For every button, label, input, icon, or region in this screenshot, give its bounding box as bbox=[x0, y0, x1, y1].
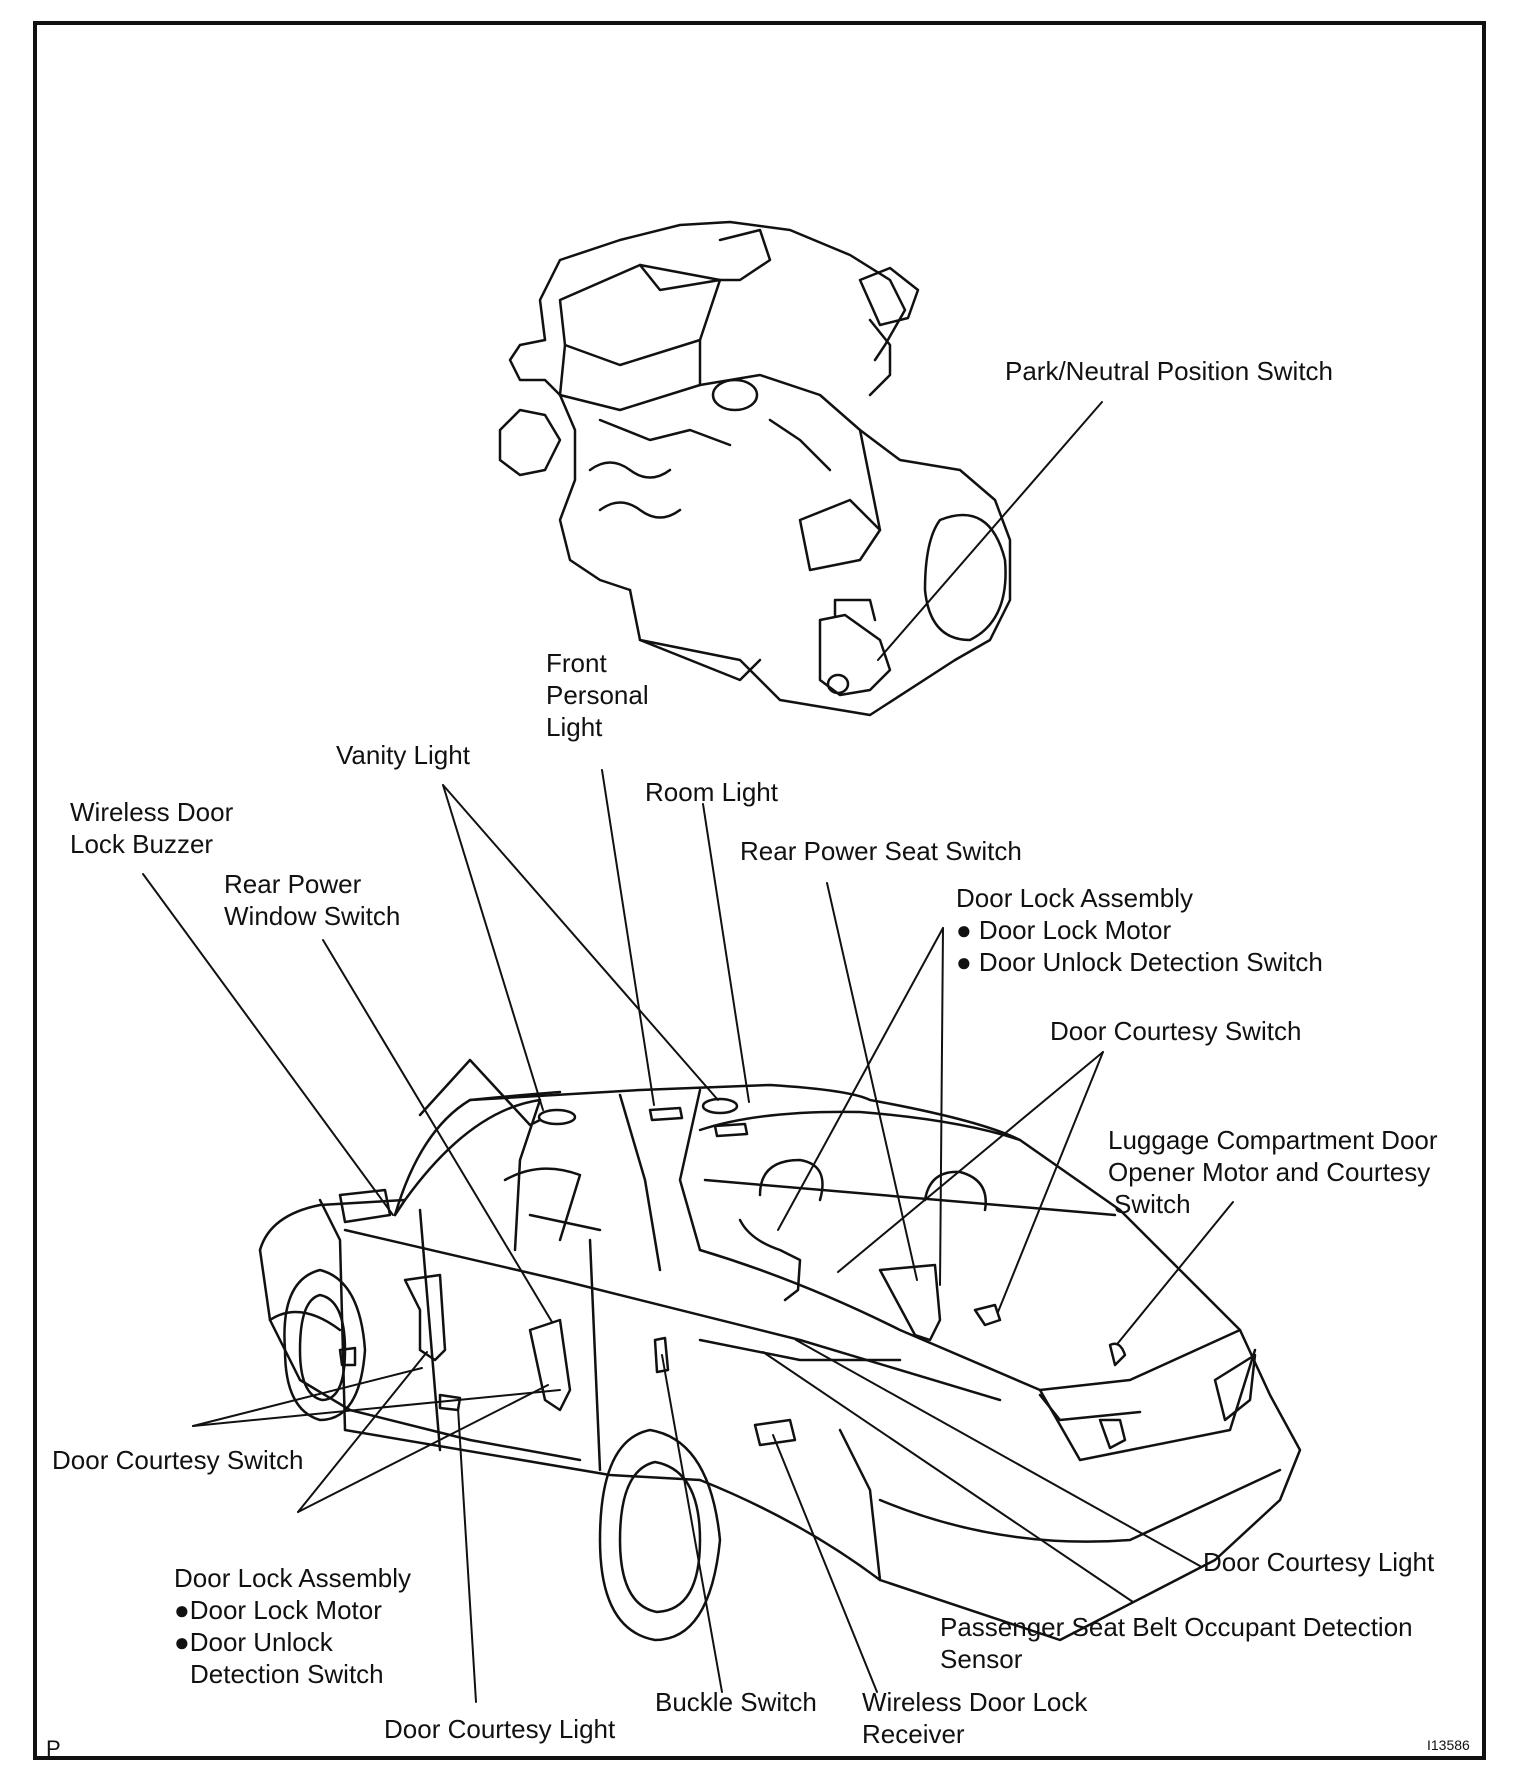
label-wireless-door-lock-buzzer-line2: Lock Buzzer bbox=[70, 829, 214, 859]
label-park-neutral-position-switch: Park/Neutral Position Switch bbox=[1005, 356, 1334, 386]
label-luggage-compartment-line1: Luggage Compartment Door bbox=[1108, 1125, 1438, 1155]
label-rear-power-seat-switch: Rear Power Seat Switch bbox=[740, 836, 1022, 866]
label-luggage-compartment-line3: Switch bbox=[1114, 1189, 1191, 1219]
engine-transmission-drawing bbox=[498, 220, 1012, 717]
label-door-courtesy-switch-rear: Door Courtesy Switch bbox=[1050, 1016, 1302, 1046]
label-front-door-lock-assembly-line4: Detection Switch bbox=[190, 1659, 384, 1689]
label-front-personal-light-line1: Front bbox=[546, 648, 607, 678]
label-front-door-lock-assembly-line1: Door Lock Assembly bbox=[174, 1563, 411, 1593]
label-luggage-compartment-line2: Opener Motor and Courtesy bbox=[1108, 1157, 1431, 1187]
label-wireless-door-lock-receiver-line1: Wireless Door Lock bbox=[862, 1687, 1088, 1717]
label-vanity-light: Vanity Light bbox=[336, 740, 470, 770]
label-rear-door-lock-assembly-line2: ● Door Lock Motor bbox=[956, 915, 1172, 945]
label-passenger-seat-belt-sensor-line1: Passenger Seat Belt Occupant Detection bbox=[940, 1612, 1413, 1642]
leader-lines bbox=[142, 401, 1234, 1703]
label-rear-power-window-switch-line1: Rear Power bbox=[224, 869, 362, 899]
label-front-personal-light-line2: Personal bbox=[546, 680, 649, 710]
label-front-door-lock-assembly-line2: ●Door Lock Motor bbox=[174, 1595, 382, 1625]
label-rear-door-lock-assembly-line3: ● Door Unlock Detection Switch bbox=[956, 947, 1323, 977]
label-rear-power-window-switch-line2: Window Switch bbox=[224, 901, 401, 931]
label-passenger-seat-belt-sensor-line2: Sensor bbox=[940, 1644, 1023, 1674]
label-room-light: Room Light bbox=[645, 777, 778, 807]
diagram-frame bbox=[33, 21, 1486, 1760]
label-wireless-door-lock-buzzer-line1: Wireless Door bbox=[70, 797, 234, 827]
corner-mark: P bbox=[46, 1736, 61, 1761]
label-rear-door-lock-assembly-line1: Door Lock Assembly bbox=[956, 883, 1193, 913]
label-door-courtesy-light-front: Door Courtesy Light bbox=[384, 1714, 616, 1744]
label-front-personal-light-line3: Light bbox=[546, 712, 603, 742]
label-wireless-door-lock-receiver-line2: Receiver bbox=[862, 1719, 965, 1749]
label-door-courtesy-light-rear: Door Courtesy Light bbox=[1203, 1547, 1435, 1577]
label-buckle-switch: Buckle Switch bbox=[655, 1687, 817, 1717]
figure-id: I13586 bbox=[1427, 1737, 1470, 1753]
label-front-door-lock-assembly-line3: ●Door Unlock bbox=[174, 1627, 333, 1657]
label-door-courtesy-switch-front: Door Courtesy Switch bbox=[52, 1445, 304, 1475]
